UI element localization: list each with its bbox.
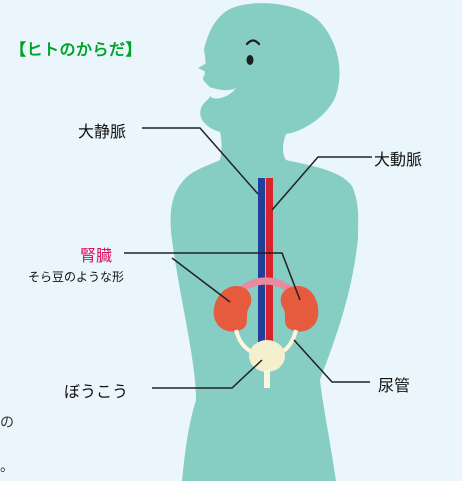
- cutoff-text-2: 。: [0, 456, 14, 476]
- page-title: 【ヒトのからだ】: [10, 36, 142, 60]
- cutoff-text-1: の: [0, 412, 14, 432]
- label-bladder: ぼうこう: [64, 378, 128, 402]
- vena-cava-vessel: [258, 178, 265, 362]
- label-vena-cava: 大静脈: [78, 118, 126, 142]
- aorta-vessel: [266, 178, 273, 362]
- label-kidney-note: そら豆のような形: [28, 268, 124, 285]
- urethra: [264, 370, 270, 388]
- eye: [247, 55, 254, 65]
- label-ureter: 尿管: [378, 372, 410, 396]
- label-kidney: 腎臓: [80, 242, 112, 266]
- label-aorta: 大動脈: [374, 146, 422, 170]
